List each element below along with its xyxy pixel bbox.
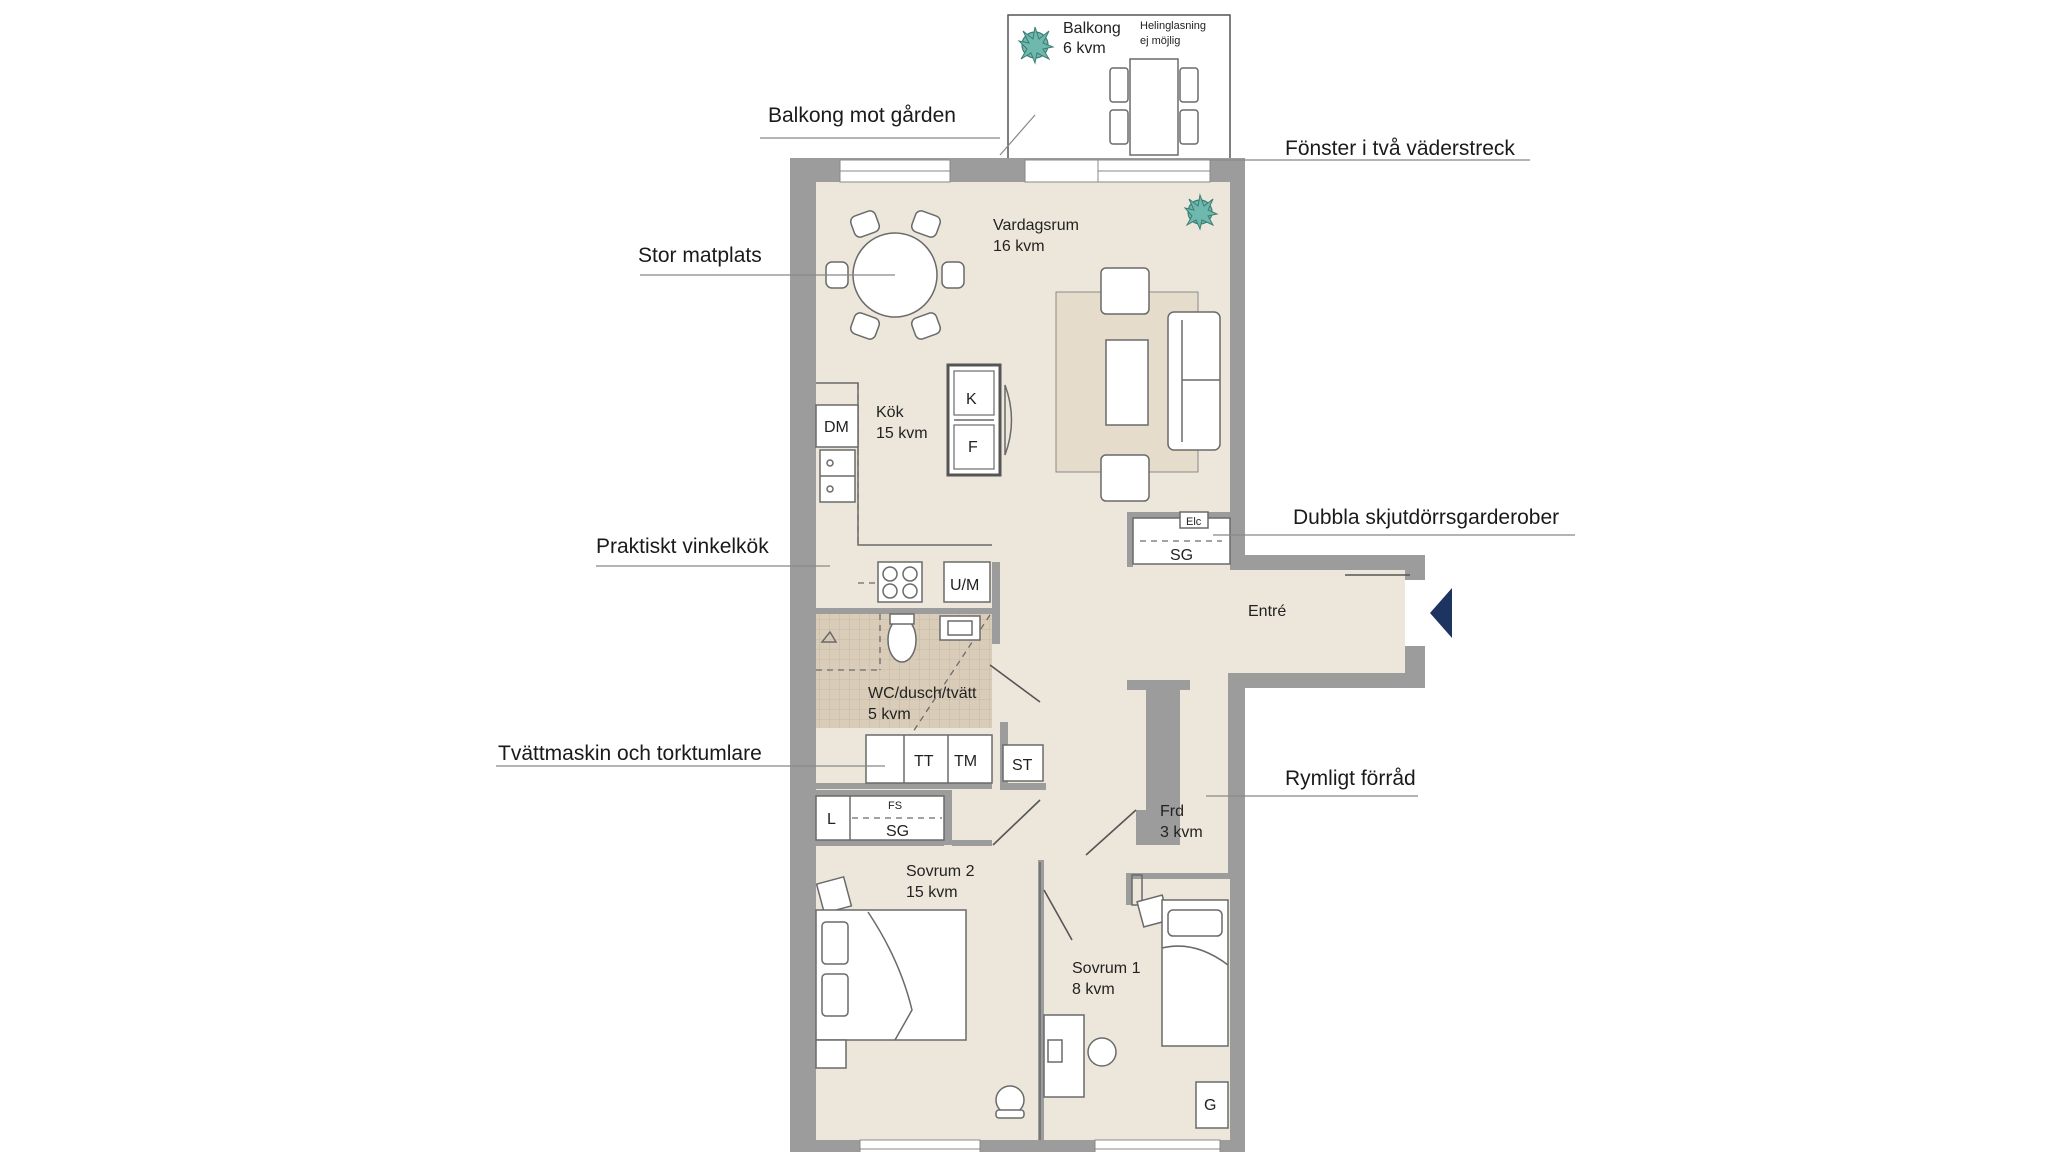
room-frd-area: 3 kvm	[1160, 824, 1203, 841]
entrance-wardrobe	[1132, 511, 1231, 565]
room-wc-area: 5 kvm	[868, 706, 911, 723]
microwave	[943, 561, 991, 603]
callout-kitchen: Praktiskt vinkelkök	[596, 535, 769, 558]
room-sovrum2-name: Sovrum 2	[906, 863, 975, 880]
bathroom	[816, 613, 1044, 784]
label-drying-cabinet: ST	[1012, 757, 1033, 774]
callout-leaders	[496, 114, 1575, 797]
label-g: G	[1204, 1097, 1216, 1114]
label-elc: Elc	[1186, 516, 1202, 528]
callout-wardrobes: Dubbla skjutdörrsgarderober	[1293, 506, 1559, 529]
room-vardagsrum-area: 16 kvm	[993, 238, 1045, 255]
storage-room	[1085, 809, 1143, 906]
label-freezer: F	[968, 439, 978, 456]
entrance-arrow-icon	[1430, 588, 1452, 638]
glazing-note-line1: Helinglasning	[1140, 20, 1206, 32]
armchair	[1100, 454, 1150, 502]
living-room-furniture	[1055, 193, 1221, 502]
label-dryer: TT	[914, 753, 934, 770]
room-sovrum1-name: Sovrum 1	[1072, 960, 1141, 977]
plant-icon	[1017, 26, 1055, 65]
label-dishwasher: DM	[824, 419, 849, 436]
callout-windows: Fönster i två väderstreck	[1285, 137, 1515, 160]
dishwasher	[815, 404, 859, 448]
label-linen: L	[827, 811, 836, 828]
bedroom-2	[815, 862, 1041, 1140]
room-kok-area: 15 kvm	[876, 425, 928, 442]
label-sg-bedroom: SG	[886, 823, 909, 840]
sofa	[1167, 311, 1221, 451]
coffee-table	[1105, 339, 1149, 426]
glazing-note-line2: ej möjlig	[1140, 35, 1180, 47]
callout-balcony-courtyard: Balkong mot gården	[768, 104, 956, 127]
room-entre-name: Entré	[1248, 603, 1286, 620]
room-wc-name: WC/dusch/tvätt	[868, 685, 977, 702]
room-sovrum1-area: 8 kvm	[1072, 981, 1115, 998]
kitchen	[815, 363, 1013, 603]
room-frd-name: Frd	[1160, 803, 1184, 820]
balcony-chair	[1109, 67, 1129, 103]
balcony-chair	[1179, 67, 1199, 103]
drying-cabinet	[1002, 744, 1044, 782]
label-washer: TM	[954, 753, 977, 770]
chair	[1087, 1037, 1117, 1067]
balcony	[1007, 14, 1231, 168]
balcony-chair	[1109, 109, 1129, 145]
balcony-table	[1129, 58, 1179, 156]
label-fs: FS	[888, 800, 902, 812]
room-kok-name: Kök	[876, 404, 905, 421]
label-sg-entrance: SG	[1170, 547, 1193, 564]
interior-walls	[816, 512, 1245, 1140]
room-sovrum2-area: 15 kvm	[906, 884, 958, 901]
balcony-chair	[1179, 109, 1199, 145]
laundry-machines	[865, 734, 993, 784]
room-vardagsrum-name: Vardagsrum	[993, 217, 1079, 234]
room-balkong-name: Balkong	[1063, 20, 1121, 37]
plant-icon	[1183, 193, 1219, 231]
label-microwave: U/M	[950, 577, 979, 594]
callout-storage: Rymligt förråd	[1285, 767, 1416, 790]
bedroom2-wardrobe	[815, 795, 1041, 846]
armchair	[1100, 267, 1150, 315]
callout-dining: Stor matplats	[638, 244, 762, 267]
label-fridge: K	[966, 391, 977, 408]
room-balkong-area: 6 kvm	[1063, 40, 1106, 57]
bedroom-1	[1043, 889, 1229, 1129]
wardrobe	[1195, 1081, 1229, 1129]
callout-laundry: Tvättmaskin och torktumlare	[498, 742, 762, 765]
nightstand	[815, 1039, 847, 1069]
